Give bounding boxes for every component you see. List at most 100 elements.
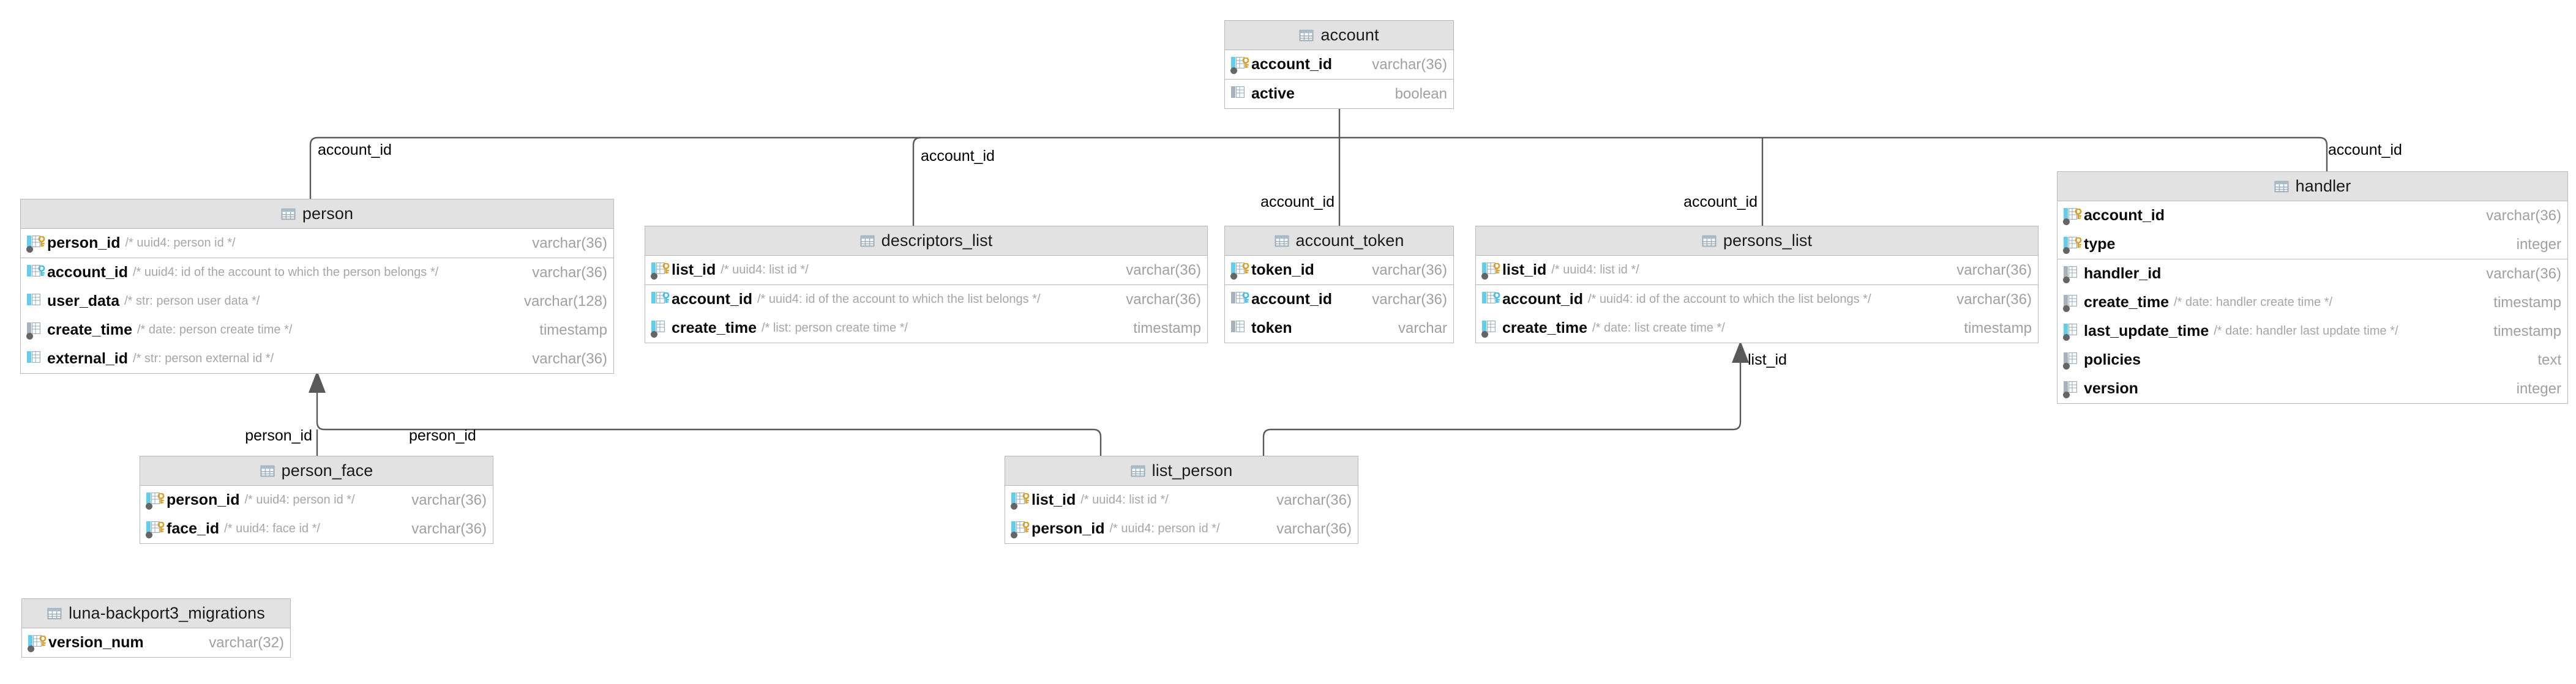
primary-key-icon — [1481, 261, 1500, 280]
table-header-account_token[interactable]: account_token — [1225, 226, 1453, 256]
primary-key-icon — [146, 491, 165, 510]
column-comment: /* date: handler create time */ — [2173, 296, 2333, 309]
table-name: account_token — [1295, 231, 1404, 250]
edge-label-listperson-person: person_id — [409, 427, 476, 444]
table-header-list_person[interactable]: list_person — [1005, 456, 1358, 486]
column-icon — [26, 321, 45, 340]
table-header-descriptors_list[interactable]: descriptors_list — [645, 226, 1207, 256]
edge-label-accounttoken-account: account_id — [1260, 193, 1335, 210]
column-type: varchar(36) — [532, 350, 607, 367]
column-color-bar — [1482, 262, 1486, 274]
not-null-dot-icon — [2063, 218, 2070, 225]
table-card-person[interactable]: person person_id /* uuid4: person id */ var… — [20, 199, 614, 374]
column-comment: /* uuid4: person id */ — [125, 236, 236, 250]
column-color-bar — [1231, 291, 1235, 303]
column-name: person_id — [47, 234, 121, 251]
column-color-bar — [2064, 294, 2068, 307]
column-name: account_id — [1251, 291, 1332, 308]
not-null-dot-icon — [1481, 330, 1488, 338]
foreign-key-key-icon — [1241, 291, 1250, 303]
foreign-key-icon — [1481, 291, 1500, 309]
column-name: person_id — [1032, 520, 1105, 537]
table-row[interactable]: account_id/* uuid4: id of the account to… — [21, 258, 613, 287]
primary-key-icon — [2063, 236, 2083, 254]
column-comment: /* uuid4: person id */ — [1109, 522, 1220, 535]
table-row[interactable]: create_time/* list: person create time *… — [645, 314, 1207, 343]
table-header-luna_backport3_migrations[interactable]: luna-backport3_migrations — [22, 599, 290, 628]
table-row[interactable]: face_id/* uuid4: face id */varchar(36) — [140, 515, 493, 543]
table-row[interactable]: external_id/* str: person external id */… — [21, 344, 613, 373]
column-icon — [1230, 85, 1249, 103]
table-row[interactable]: person_id/* uuid4: person id */varchar(3… — [1005, 515, 1358, 543]
table-header-person_face[interactable]: person_face — [140, 456, 493, 486]
column-name: account_id — [1251, 56, 1332, 73]
column-comment: /* str: person user data */ — [124, 294, 260, 308]
table-row[interactable]: person_id/* uuid4: person id */varchar(3… — [21, 229, 613, 258]
foreign-key-key-icon — [661, 291, 670, 303]
column-comment: /* date: list create time */ — [1592, 321, 1725, 335]
not-null-dot-icon — [1481, 272, 1488, 280]
foreign-key-key-icon — [1492, 291, 1501, 303]
column-color-bar — [651, 291, 656, 303]
table-row[interactable]: list_id/* uuid4: list id */varchar(36) — [1005, 486, 1358, 515]
column-name: external_id — [47, 350, 129, 367]
foreign-key-icon — [651, 291, 670, 309]
table-header-person[interactable]: person — [21, 199, 613, 229]
column-name: active — [1251, 85, 1295, 102]
column-color-bar — [1011, 521, 1016, 533]
column-group: account_id/* uuid4: id of the account to… — [645, 284, 1207, 343]
table-header-handler[interactable]: handler — [2057, 172, 2567, 201]
table-name: descriptors_list — [881, 231, 993, 250]
column-color-bar — [2064, 266, 2068, 278]
table-row[interactable]: person_id/* uuid4: person id */varchar(3… — [140, 486, 493, 515]
table-row[interactable]: create_time/* date: handler create time … — [2057, 288, 2567, 317]
column-name: version_num — [48, 634, 144, 651]
table-name: person — [302, 204, 354, 223]
table-row[interactable]: last_update_time/* date: handler last up… — [2057, 317, 2567, 346]
column-type: varchar(36) — [1126, 261, 1201, 278]
table-row[interactable]: user_data/* str: person user data */varc… — [21, 287, 613, 316]
column-color-bar — [1011, 492, 1016, 504]
table-body-persons_list: list_id/* uuid4: list id */varchar(36)ac… — [1476, 256, 2038, 343]
table-icon — [1274, 234, 1289, 248]
table-row[interactable]: create_time/* date: list create time */t… — [1476, 314, 2038, 343]
table-header-account[interactable]: account — [1225, 21, 1453, 50]
table-header-persons_list[interactable]: persons_list — [1476, 226, 2038, 256]
column-grid-icon — [32, 264, 41, 277]
table-row[interactable]: create_time/* date: person create time *… — [21, 316, 613, 344]
column-comment: /* uuid4: id of the account to which the… — [1587, 292, 1871, 306]
column-grid-icon — [1236, 291, 1245, 303]
primary-key-key-icon — [2073, 236, 2083, 248]
table-row[interactable]: list_id/* uuid4: list id */varchar(36) — [1476, 256, 2038, 284]
column-color-bar — [27, 264, 31, 277]
edge-listperson-person — [1093, 428, 1102, 456]
table-row[interactable]: account_id/* uuid4: id of the account to… — [645, 285, 1207, 314]
table-row[interactable]: list_id/* uuid4: list id */varchar(36) — [645, 256, 1207, 284]
table-row[interactable]: account_id/* uuid4: id of the account to… — [1476, 285, 2038, 314]
column-comment: /* uuid4: list id */ — [721, 263, 809, 277]
column-grid-icon — [1487, 291, 1496, 303]
